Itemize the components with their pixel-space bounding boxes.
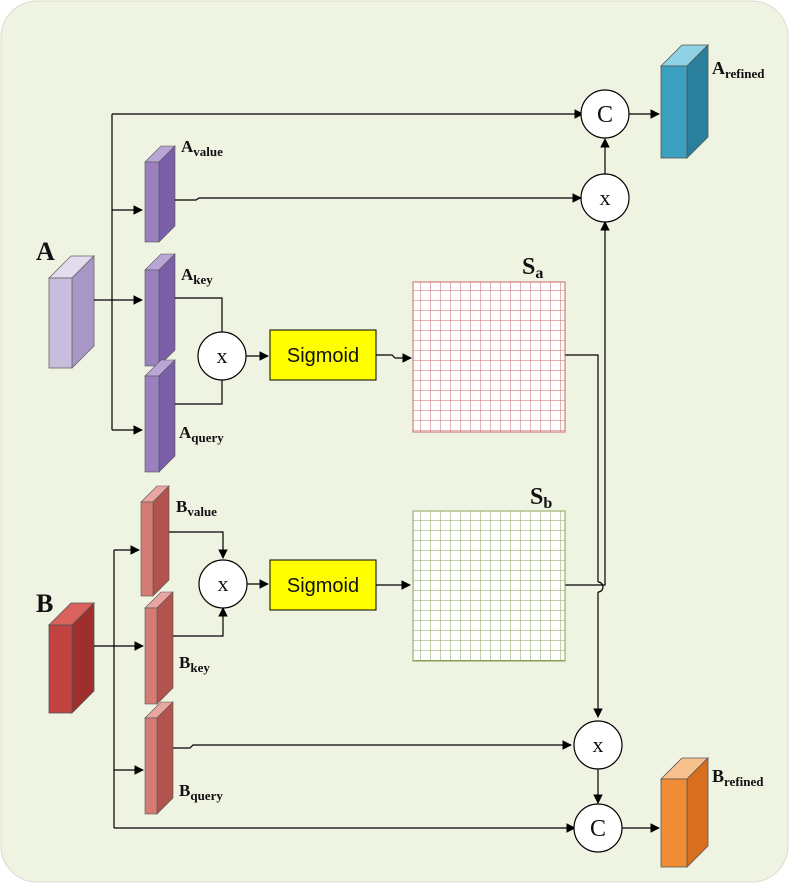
svg-text:Sigmoid: Sigmoid	[287, 345, 359, 367]
b-key-block	[144, 591, 174, 705]
a-query-block	[144, 359, 176, 473]
a-value-block	[144, 145, 176, 243]
svg-text:C: C	[597, 102, 613, 128]
a-refined-label: Arefined	[712, 58, 765, 81]
svg-text:x: x	[218, 571, 229, 596]
s-b-label: Sb	[530, 484, 552, 512]
multiply-a-node: x	[197, 331, 247, 381]
input-b-label: B	[36, 589, 53, 618]
input-b-block	[48, 602, 95, 714]
a-key-label: Akey	[181, 265, 213, 287]
svg-text:Sigmoid: Sigmoid	[287, 575, 359, 597]
concat-a-node: C	[580, 89, 630, 139]
a-connections	[94, 109, 660, 718]
concat-b-node: C	[573, 803, 623, 853]
input-a-label: A	[36, 237, 55, 266]
multiply-b-node: x	[198, 559, 248, 609]
b-connections	[94, 221, 660, 833]
sigmoid-a-box: Sigmoid	[269, 329, 377, 381]
b-key-label: Bkey	[179, 653, 210, 675]
a-key-block	[144, 253, 176, 367]
svg-text:x: x	[593, 732, 604, 757]
a-refined-block	[660, 44, 709, 159]
svg-text:x: x	[217, 343, 228, 368]
b-query-label: Bquery	[179, 781, 223, 803]
sigmoid-b-box: Sigmoid	[269, 559, 377, 611]
attention-map-b	[412, 510, 566, 662]
s-a-label: Sa	[522, 254, 543, 282]
a-value-label: Avalue	[181, 137, 223, 159]
svg-text:x: x	[600, 185, 611, 210]
b-query-block	[144, 701, 174, 815]
svg-text:C: C	[590, 816, 606, 842]
multiply-a-output-node: x	[580, 173, 630, 223]
b-value-block	[140, 485, 170, 597]
b-refined-block	[660, 757, 709, 868]
b-value-label: Bvalue	[176, 497, 217, 519]
attention-map-a	[412, 281, 566, 433]
b-refined-label: Brefined	[712, 766, 764, 789]
a-query-label: Aquery	[179, 423, 224, 445]
input-a-block	[48, 255, 95, 369]
multiply-b-output-node: x	[573, 720, 623, 770]
